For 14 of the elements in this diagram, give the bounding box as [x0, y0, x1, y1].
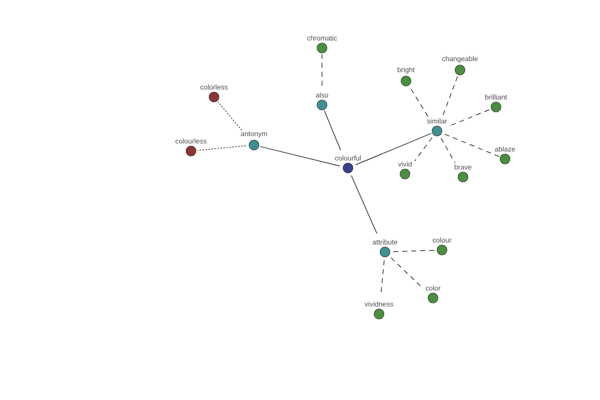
connector-line — [444, 134, 500, 157]
connector-line — [414, 137, 432, 162]
connector-line — [450, 109, 491, 126]
connector-line — [440, 138, 456, 164]
connector-line — [355, 133, 432, 166]
connector-line — [324, 110, 341, 151]
connector-line — [442, 76, 458, 116]
connector-line — [409, 86, 428, 117]
connector-line — [392, 250, 436, 252]
connector-line — [196, 145, 246, 151]
connector-line — [218, 102, 242, 131]
connector-line — [260, 146, 340, 166]
connector-line — [351, 175, 378, 234]
connector-line — [390, 257, 422, 288]
